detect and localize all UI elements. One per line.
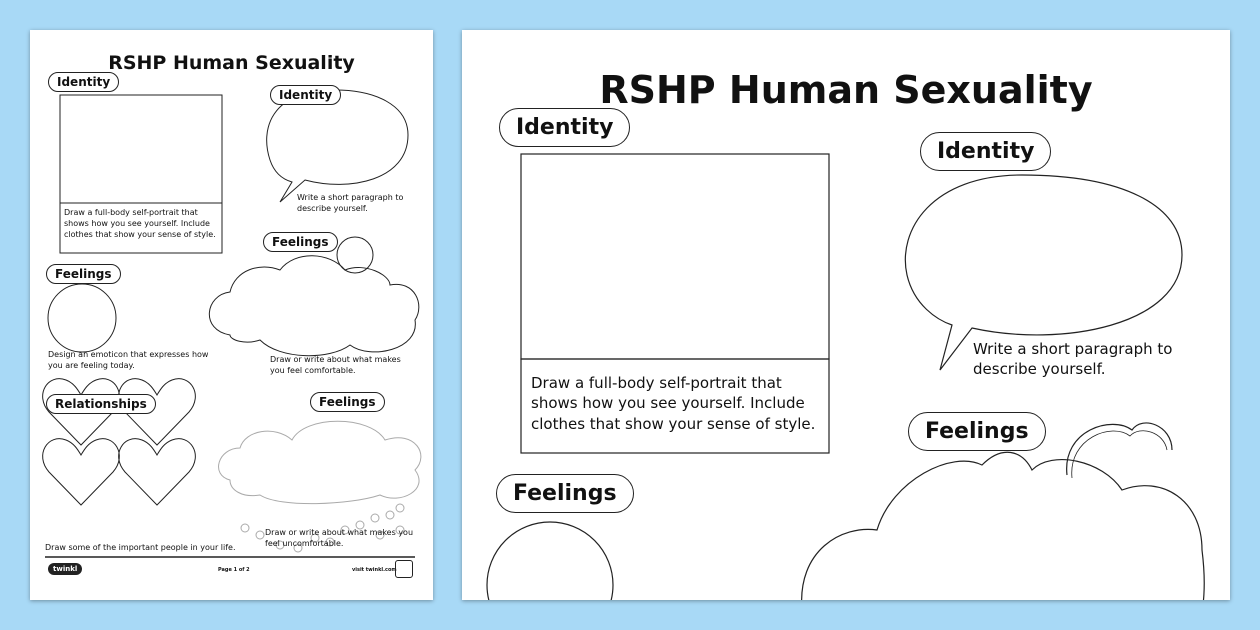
relationships-label: Relationships [46,394,156,414]
worksheet-zoomed-drawings [486,153,1205,600]
uncomfortable-caption: Draw or write about what makes you feel … [265,528,414,548]
feelings-label-2: Feelings [496,474,634,513]
portrait-caption: Draw a full-body self-portrait that show… [64,208,216,239]
identity-label-2: Identity [920,132,1052,171]
portrait-caption: Draw a full-body self-portrait that show… [531,374,816,433]
quality-badge-icon [395,560,413,578]
feelings-label-3: Feelings [310,392,385,412]
worksheet-drawings [42,89,422,558]
paragraph-caption: Write a short paragraph to describe your… [297,193,404,213]
paragraph-caption: Write a short paragraph to describe your… [973,340,1173,379]
comfortable-caption: Draw or write about what makes you feel … [270,355,401,375]
feelings-label: Feelings [908,412,1046,451]
feelings-label-2: Feelings [46,264,121,284]
twinkl-logo: twinkl [48,563,83,575]
worksheet-title: RSHP Human Sexuality [599,68,1093,112]
site-link[interactable]: visit twinkl.com [352,567,397,573]
identity-label: Identity [48,72,120,92]
emoticon-caption: Design an emoticon that expresses how yo… [48,350,209,370]
people-caption: Draw some of the important people in you… [45,543,236,552]
feelings-label: Feelings [263,232,338,252]
worksheet-zoomed[interactable]: RSHP Human Sexuality Identity Identity D… [462,30,1230,600]
identity-label: Identity [499,108,631,147]
page-number: Page 1 of 2 [218,567,250,573]
worksheet-title: RSHP Human Sexuality [108,52,355,74]
identity-label-2: Identity [270,85,342,105]
worksheet-thumbnail[interactable]: RSHP Human Sexuality Identity Identity D… [30,30,433,600]
